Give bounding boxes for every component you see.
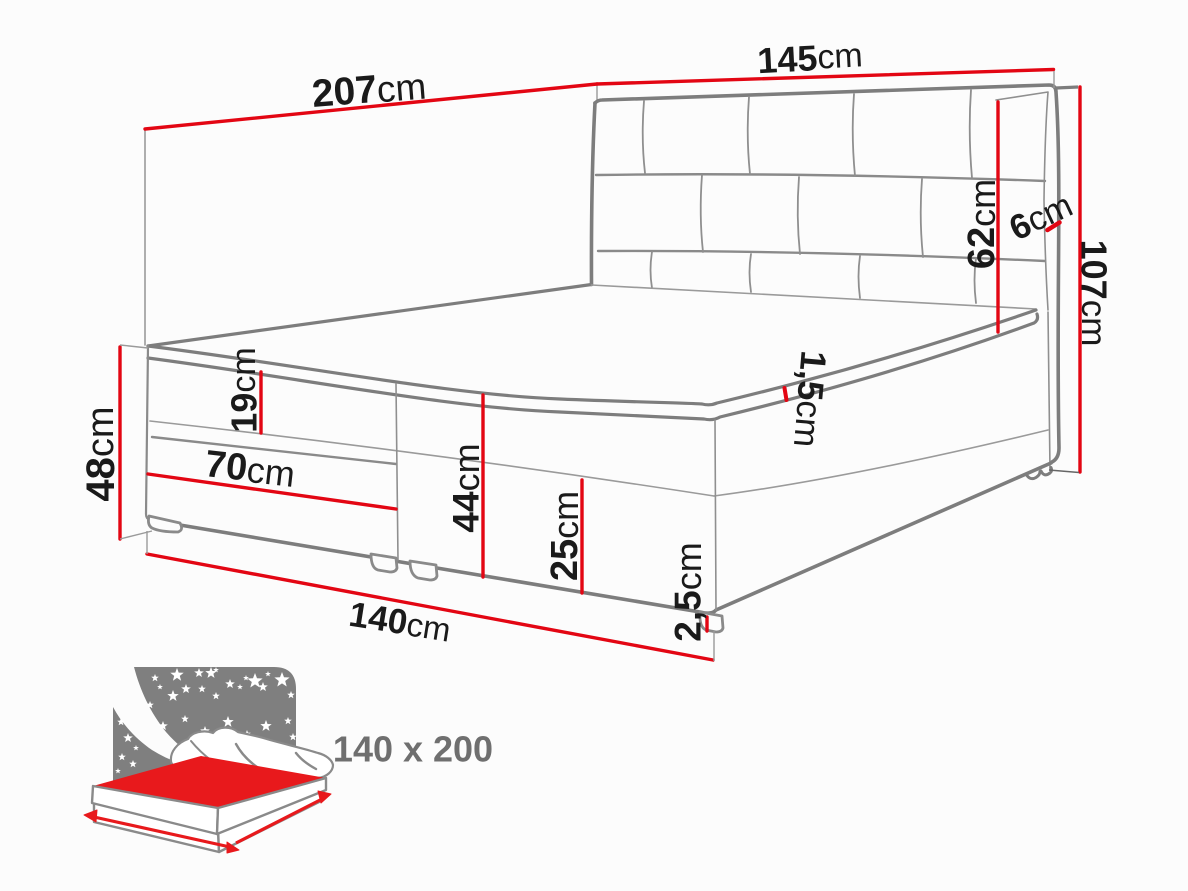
svg-text:44cm: 44cm (446, 443, 487, 532)
svg-text:2,5cm: 2,5cm (668, 542, 709, 641)
svg-text:107cm: 107cm (1074, 240, 1115, 347)
svg-text:70cm: 70cm (203, 443, 297, 495)
svg-text:145cm: 145cm (756, 35, 863, 81)
svg-text:62cm: 62cm (961, 179, 1003, 269)
svg-text:207cm: 207cm (310, 64, 427, 116)
svg-text:19cm: 19cm (224, 347, 265, 432)
svg-text:25cm: 25cm (544, 491, 586, 581)
svg-text:48cm: 48cm (79, 406, 123, 501)
svg-text:1,5cm: 1,5cm (785, 349, 834, 449)
svg-text:140 x 200: 140 x 200 (333, 729, 493, 770)
